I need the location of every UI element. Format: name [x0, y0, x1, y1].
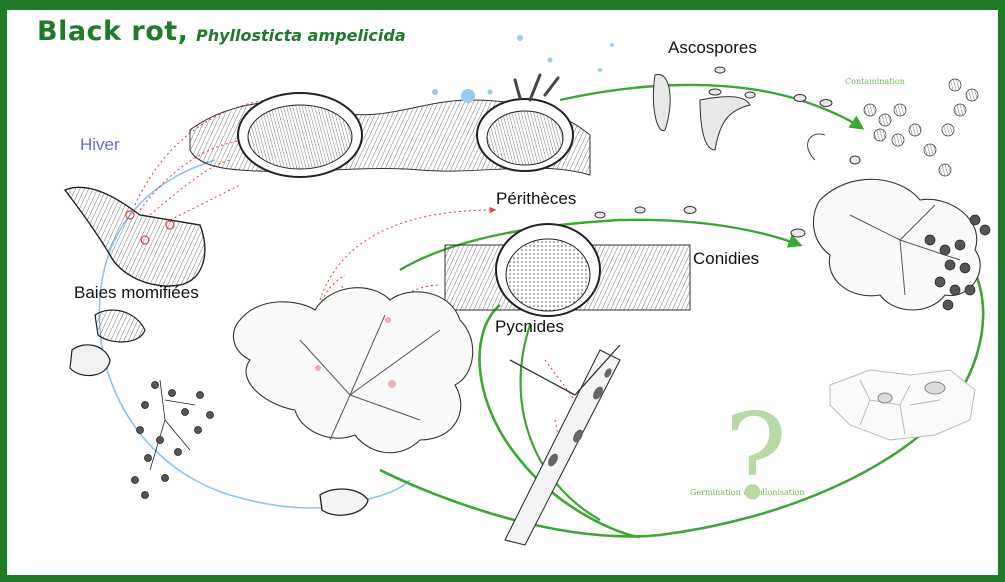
question-mark: ?: [724, 398, 787, 516]
label-perithecia: Périthèces: [496, 189, 576, 209]
label-contamination: Contamination: [845, 77, 905, 86]
shoot-lesion-illustration: [505, 345, 620, 545]
leaf-tissue-illustration: [830, 370, 975, 440]
perithecium-illustration: [190, 75, 590, 177]
label-baies-momifiees: Baies momifiées: [74, 283, 199, 303]
diagram-species: Phyllosticta ampelicida: [196, 26, 406, 45]
label-pycnides: Pycnides: [495, 317, 564, 337]
grape-leaf-illustration: [233, 288, 472, 453]
label-conidies: Conidies: [693, 249, 759, 269]
diagram-title: Black rot,: [37, 16, 188, 47]
label-hiver: Hiver: [80, 135, 120, 155]
ascospore-illustration: [653, 67, 860, 164]
spore-drops-icon: [432, 35, 614, 103]
label-ascospores: Ascospores: [668, 38, 757, 58]
